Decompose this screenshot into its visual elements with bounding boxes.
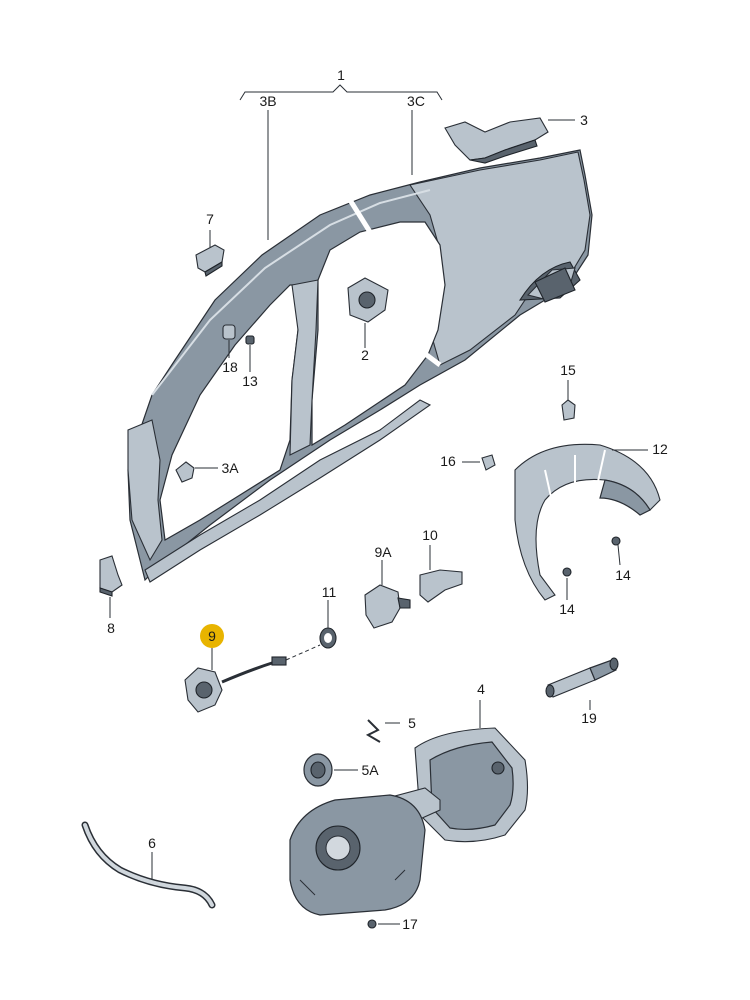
label-3b: 3B: [259, 93, 276, 109]
label-10: 10: [422, 527, 438, 543]
label-3: 3: [580, 112, 588, 128]
label-19: 19: [581, 710, 597, 726]
label-3c: 3C: [407, 93, 425, 109]
label-3a: 3A: [221, 460, 239, 476]
label-14a: 14: [615, 567, 631, 583]
label-18: 18: [222, 359, 238, 375]
part-5a-buffer: [303, 753, 333, 787]
part-14-clip-b: [562, 567, 572, 577]
part-3-bracket: [444, 117, 549, 164]
label-14b: 14: [559, 601, 575, 617]
part-12-wheel-liner: [514, 443, 661, 601]
label-13: 13: [242, 373, 258, 389]
label-4: 4: [477, 681, 485, 697]
label-11: 11: [322, 584, 337, 600]
part-13-screw: [245, 335, 255, 345]
part-18-plug: [222, 324, 236, 340]
callout-labels: 1 3B 3C 3 7 2 18 13 15 3A 16 12 10 9A 14…: [107, 67, 668, 932]
part-8-bracket: [99, 555, 123, 597]
part-17-clip: [367, 919, 377, 929]
part-6-hose: [81, 821, 216, 909]
part-9a-actuator: [364, 584, 411, 629]
part-15-clip: [561, 399, 576, 421]
label-1: 1: [337, 67, 345, 83]
label-17: 17: [402, 916, 418, 932]
part-3a-clip: [175, 461, 195, 483]
part-4-fuel-door: [289, 727, 529, 916]
label-15: 15: [560, 362, 576, 378]
highlight-badge: [200, 624, 224, 648]
part-5-spring: [365, 719, 381, 743]
label-16: 16: [440, 453, 456, 469]
label-12: 12: [652, 441, 668, 457]
part-10-bracket: [419, 569, 463, 603]
label-5a: 5A: [361, 762, 379, 778]
label-7: 7: [206, 211, 214, 227]
label-2: 2: [361, 347, 369, 363]
label-6: 6: [148, 835, 156, 851]
part-7-clip: [195, 244, 225, 277]
leader-lines: [109, 84, 648, 925]
label-9a: 9A: [374, 544, 392, 560]
part-16-clip: [481, 454, 496, 471]
label-5: 5: [408, 715, 416, 731]
part-2-plate: [347, 277, 389, 323]
side-panel-part: [127, 149, 593, 583]
label-8: 8: [107, 620, 115, 636]
part-14-clip-a: [611, 536, 621, 546]
part-9-lock-cable: [184, 644, 321, 713]
part-19-strut: [545, 657, 619, 698]
part-11-grommet: [319, 627, 337, 649]
label-9: 9: [208, 628, 216, 644]
